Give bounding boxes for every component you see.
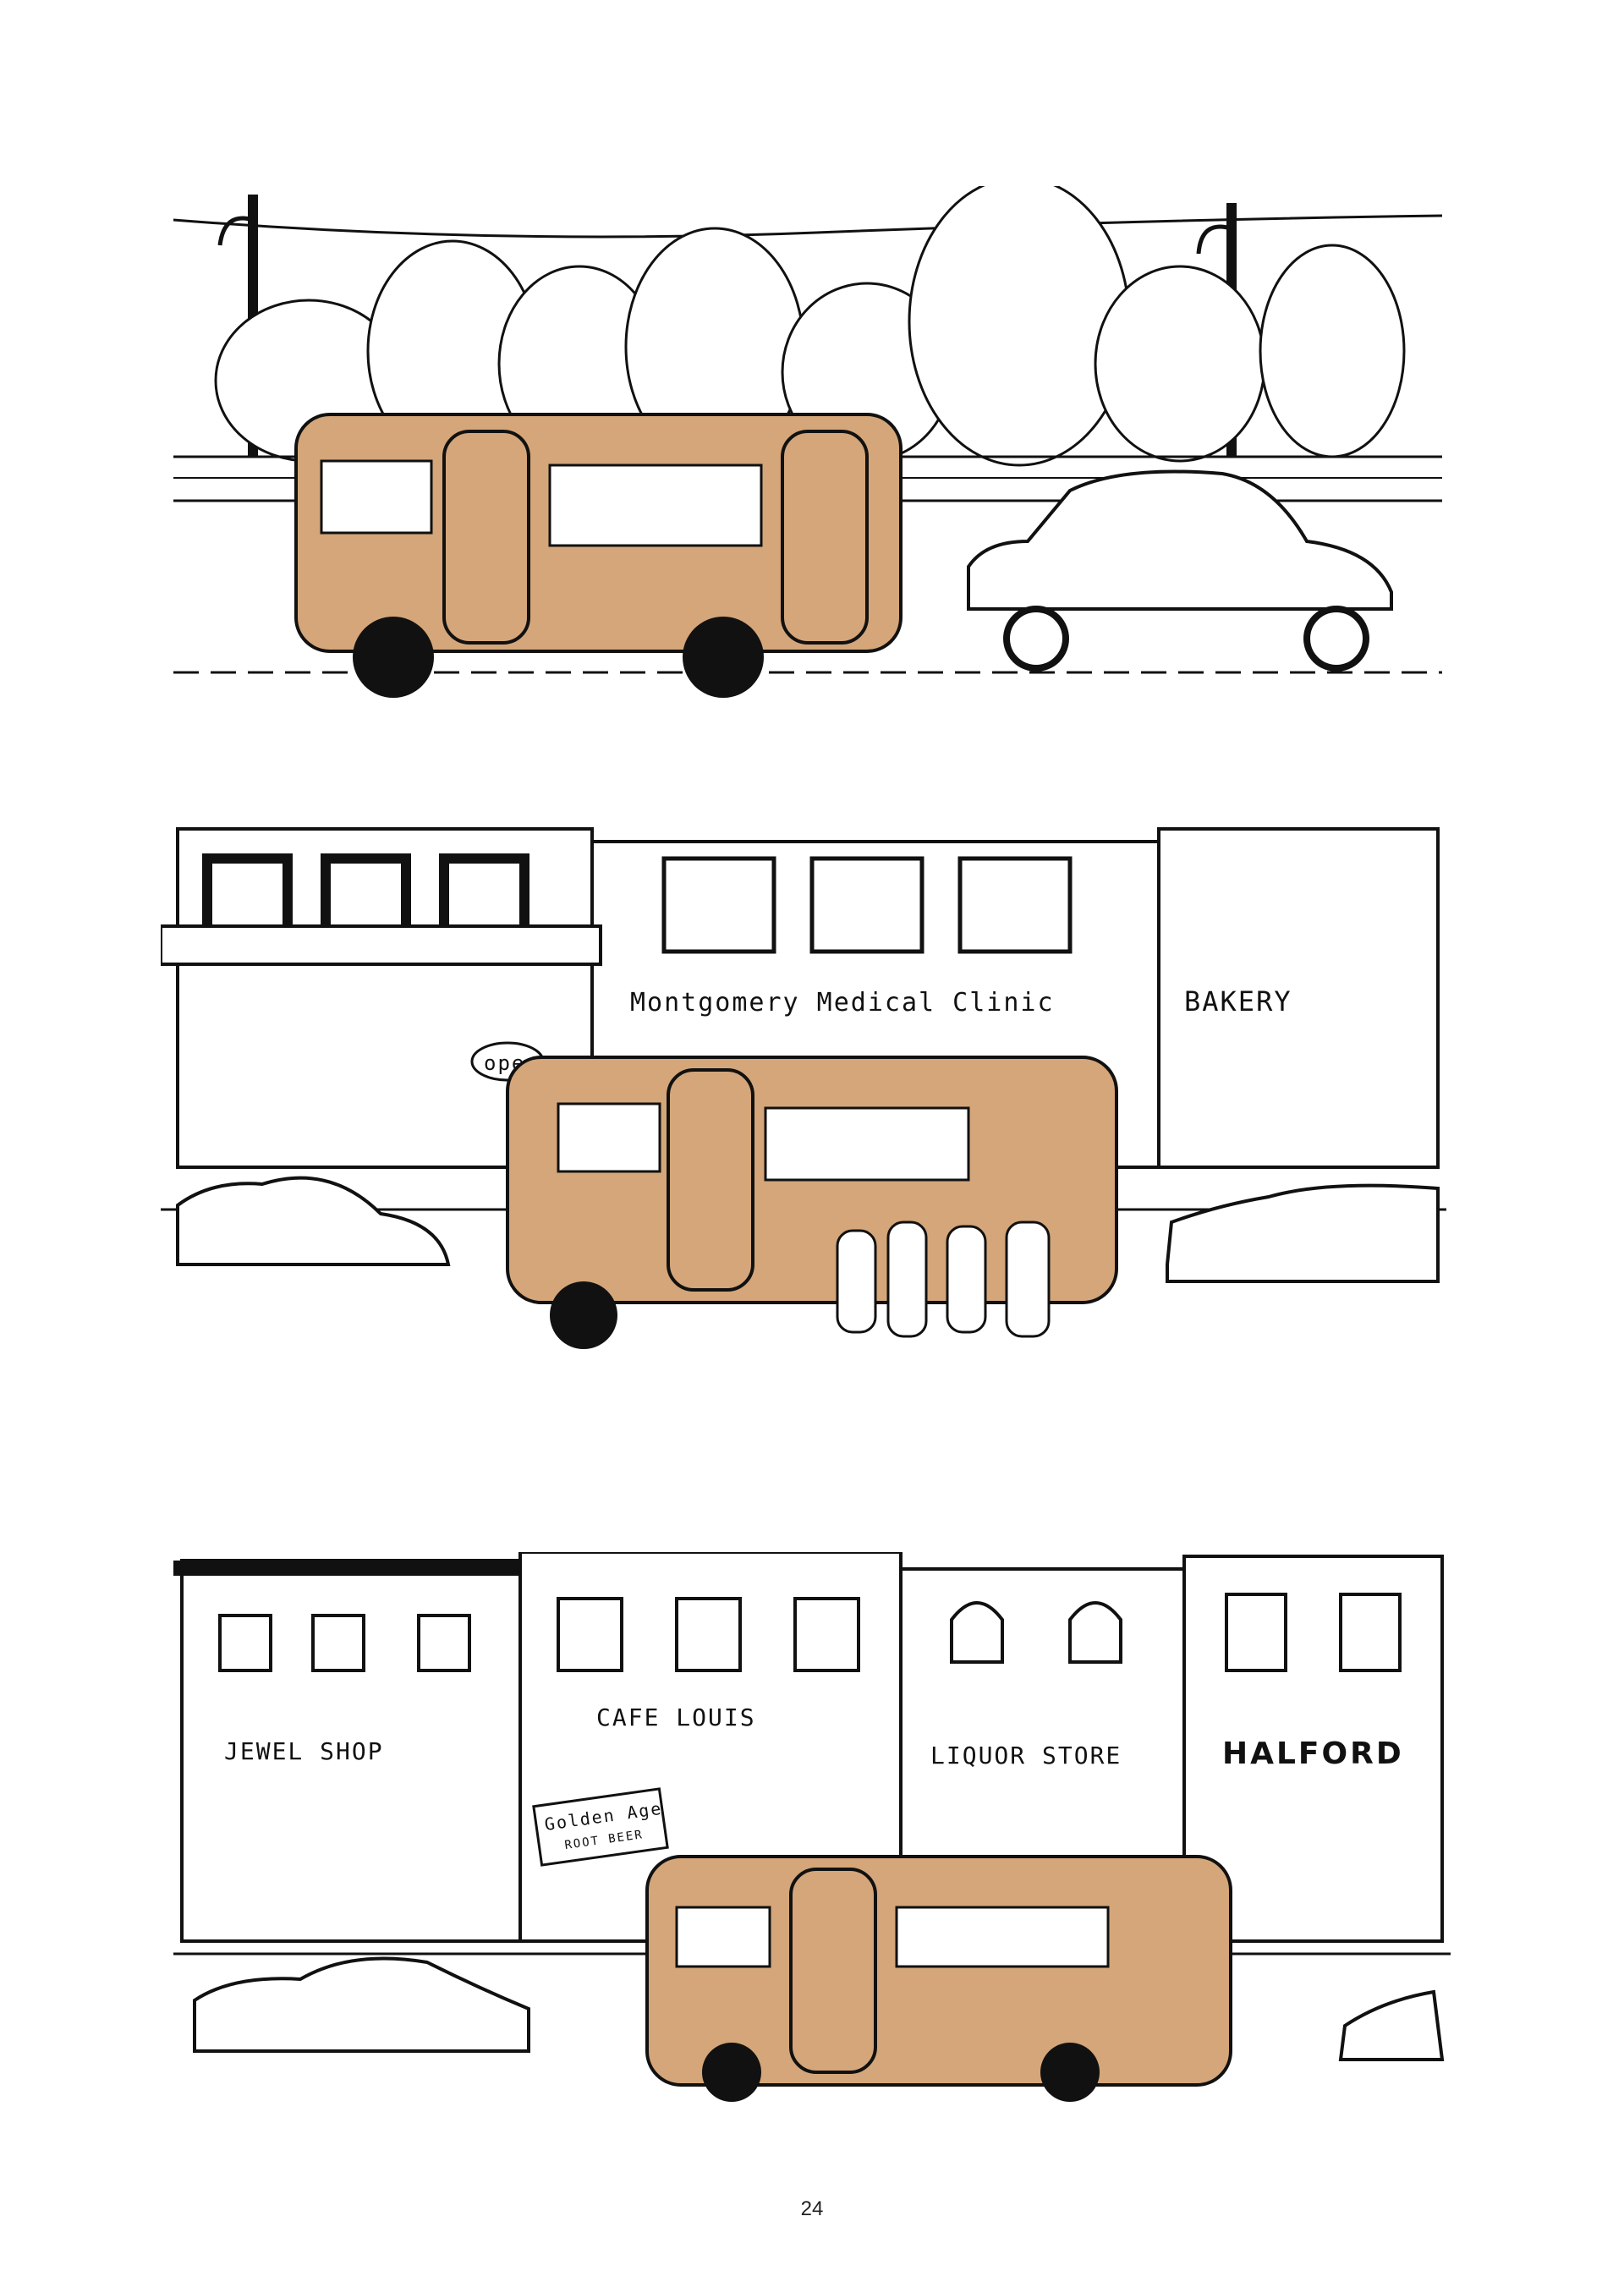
halford-sign: HALFORD: [1222, 1736, 1404, 1771]
car: [967, 469, 1393, 672]
striped-awning: [161, 924, 602, 966]
clinic-sign: Montgomery Medical Clinic: [630, 988, 1055, 1018]
bus-wheel-rear: [683, 617, 764, 698]
car-wheel-front: [1003, 606, 1069, 672]
panel-3-illustration: JEWEL SHOP CAFE LOUIS LIQUOR STORE HALFO…: [173, 1552, 1451, 2102]
bus: [645, 1855, 1232, 2102]
panel-3-shop-street-scene: JEWEL SHOP CAFE LOUIS LIQUOR STORE HALFO…: [173, 1552, 1451, 2102]
bus-wheel-rear: [1040, 2043, 1100, 2102]
bus-wheel: [550, 1281, 617, 1349]
bakery-sign: BAKERY: [1184, 985, 1292, 1018]
power-line: [173, 214, 1443, 239]
car-wheel-rear: [1303, 606, 1369, 672]
pedestrians: [836, 1221, 1051, 1338]
panel-1-street-scene: [173, 186, 1451, 710]
bus: [294, 413, 903, 698]
bus-wheel-front: [702, 2043, 761, 2102]
car-right-partial: [1338, 1989, 1445, 2061]
root-beer-sign: [532, 1787, 669, 1867]
car-left: [176, 1176, 451, 1266]
liquor-store-sign: LIQUOR STORE: [930, 1742, 1122, 1769]
building-bakery: [1157, 827, 1440, 1169]
panel-2-bus-stop-scene: Montgomery Medical Clinic BAKERY open: [161, 825, 1446, 1383]
cafe-louis-sign: CAFE LOUIS: [596, 1703, 756, 1731]
bus-wheel-front: [353, 617, 434, 698]
car-right: [1166, 1183, 1440, 1283]
page-number: 24: [800, 2197, 824, 2220]
panel-1-illustration: [173, 186, 1443, 698]
car-left: [193, 1956, 530, 2053]
jewel-shop-sign: JEWEL SHOP: [224, 1737, 384, 1765]
panel-2-illustration: Montgomery Medical Clinic BAKERY open: [161, 827, 1446, 1349]
